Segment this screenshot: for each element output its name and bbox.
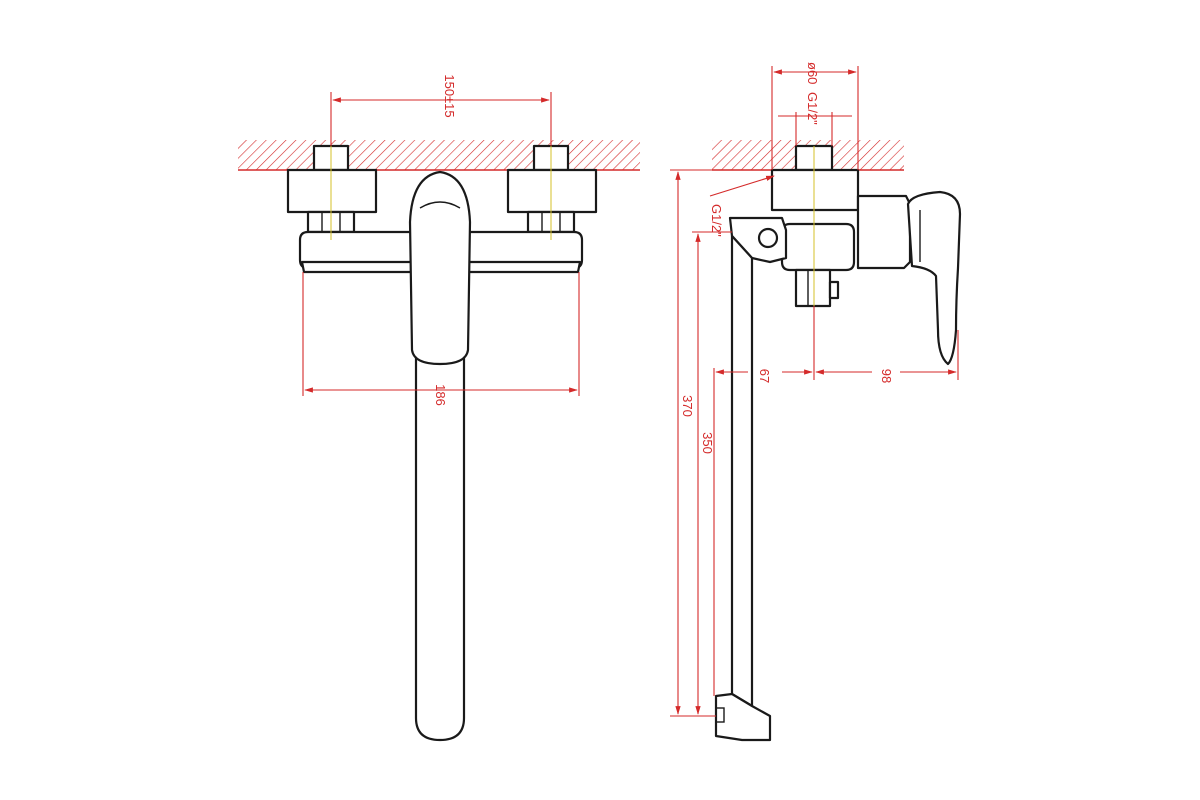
side-swivel-nut: [780, 222, 856, 272]
side-aerator: [715, 707, 725, 723]
front-view: 150±15 186: [238, 74, 640, 742]
side-dim-thread-side-label: G1/2": [709, 204, 724, 237]
front-dim-width-label: 186: [433, 384, 448, 406]
side-dim-thread-top-label: G1/2": [805, 92, 820, 125]
front-lever-ridge: [419, 201, 461, 209]
side-dim-thread-side-leader: [709, 175, 775, 197]
side-dim-350-label: 350: [700, 432, 715, 454]
front-dim-spacing-label: 150±15: [442, 74, 457, 117]
side-swivel-stem: [794, 268, 832, 308]
side-lever-handle: [906, 190, 962, 366]
side-spout-outlet: [714, 692, 772, 742]
front-wall-hatch: [238, 140, 640, 170]
side-dim-67-label: 67: [757, 369, 772, 383]
side-spout-joint: [757, 227, 779, 249]
front-left-escutcheon: [286, 168, 378, 214]
side-escutcheon: [770, 168, 860, 212]
side-dim-370-label: 370: [680, 395, 695, 417]
side-spout-tube: [730, 234, 754, 708]
front-lever-handle: [408, 170, 472, 366]
front-spout: [414, 298, 466, 742]
side-dim-98-label: 98: [879, 369, 894, 383]
side-mixer-body: [856, 194, 912, 270]
side-view: ø60 G1/2" G1/2" 370 350 67 98: [670, 62, 962, 742]
side-diverter-knob: [828, 280, 840, 300]
side-dim-esc-label: ø60: [805, 62, 820, 84]
front-right-escutcheon: [506, 168, 598, 214]
